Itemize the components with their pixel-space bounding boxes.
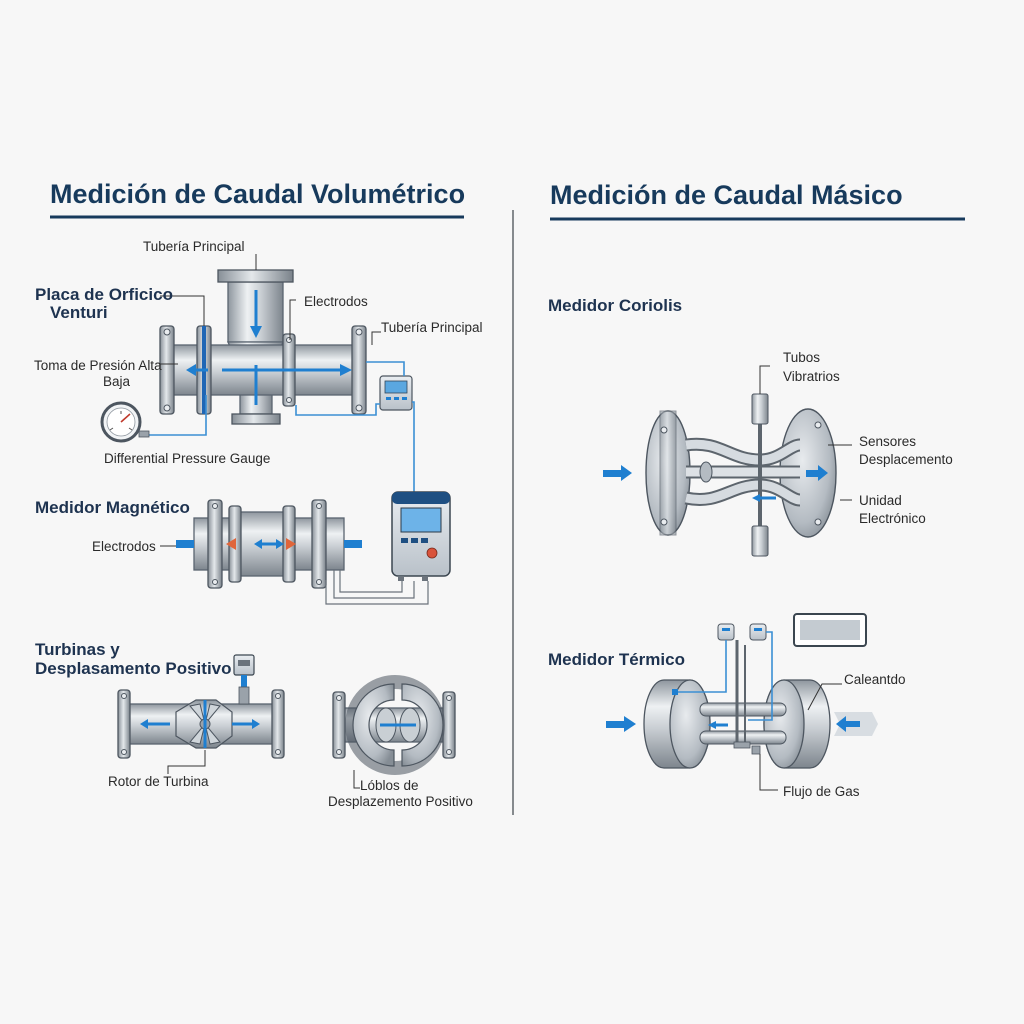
- turbine-heading-line2: Desplasamento Positivo: [35, 659, 232, 678]
- flow-arrow-icon: [603, 470, 621, 477]
- positive-displacement-assembly: [332, 675, 456, 789]
- label-main-pipe-top: Tubería Principal: [143, 239, 245, 254]
- coriolis-heading: Medidor Coriolis: [548, 296, 682, 315]
- bottom-flange: [231, 413, 281, 425]
- label-pressure-tap-low: Baja: [103, 374, 131, 389]
- label-heater: Caleantdo: [844, 672, 906, 687]
- thermal-meter-assembly: [606, 613, 878, 791]
- volumetric-title: Medición de Caudal Volumétrico: [50, 179, 465, 209]
- label-displacement-sensors-line2: Desplacemento: [859, 452, 953, 467]
- label-turbine-rotor: Rotor de Turbina: [108, 774, 209, 789]
- label-electrodes-top: Electrodos: [304, 294, 368, 309]
- electrode-marker-left: [226, 538, 236, 550]
- label-differential-gauge: Differential Pressure Gauge: [104, 451, 270, 466]
- label-vibrating-tubes-line1: Tubos: [783, 350, 820, 365]
- label-electrodes-magnetic: Electrodos: [92, 539, 156, 554]
- thermal-heading: Medidor Térmico: [548, 650, 685, 669]
- electronics-box-icon: [391, 491, 451, 581]
- label-displacement-sensors-line1: Sensores: [859, 434, 916, 449]
- label-venturi: Venturi: [50, 303, 108, 322]
- turbine-heading-line1: Turbinas y: [35, 640, 120, 659]
- orifice-venturi-assembly: [100, 254, 415, 492]
- right-end-flange: [351, 325, 367, 415]
- label-pressure-tap-high: Toma de Presión Alta: [34, 358, 162, 373]
- top-flange: [217, 269, 294, 283]
- label-pd-lobes-line2: Desplazemento Positivo: [328, 794, 473, 809]
- label-gas-flow: Flujo de Gas: [783, 784, 860, 799]
- flow-arrow-icon: [606, 721, 624, 728]
- coriolis-meter-assembly: [603, 365, 852, 557]
- label-electronic-unit-line1: Unidad: [859, 493, 902, 508]
- magnetic-heading: Medidor Magnético: [35, 498, 190, 517]
- mass-title: Medición de Caudal Másico: [550, 180, 903, 210]
- label-vibrating-tubes-line2: Vibratrios: [783, 369, 840, 384]
- label-main-pipe-right: Tubería Principal: [381, 320, 483, 335]
- label-electronic-unit-line2: Electrónico: [859, 511, 926, 526]
- magnetic-meter-assembly: [160, 491, 451, 605]
- left-end-flange: [159, 325, 175, 415]
- turbine-meter-assembly: [117, 654, 285, 774]
- electrode-marker-right: [286, 538, 296, 550]
- pressure-gauge-icon: [100, 401, 150, 443]
- sensor-probe-icon: [233, 654, 255, 705]
- label-pd-lobes-line1: Lóblos de: [360, 778, 419, 793]
- label-orifice-plate: Placa de Orficico: [35, 285, 173, 304]
